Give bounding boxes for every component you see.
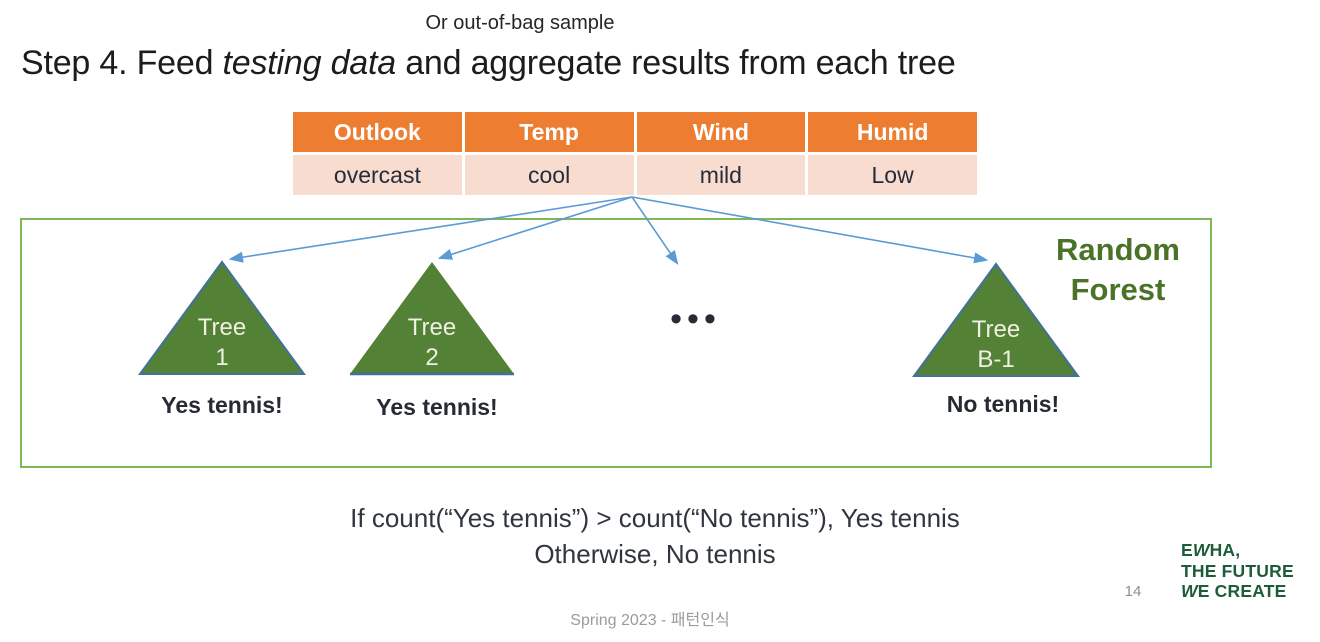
tree-b1-triangle-icon [912,262,1080,377]
tree-b1: Tree B-1 [912,261,1080,378]
title-prefix: Step 4. Feed [21,44,223,82]
tree-b1-number: B-1 [977,346,1015,373]
random-forest-title-line1: Random [1056,232,1180,267]
logo-stylized-w: W [1181,581,1198,601]
tree-b1-result: No tennis! [946,391,1060,417]
tree-2: Tree 2 [348,259,516,376]
tree-1-number: 1 [215,344,229,371]
title-emphasis: testing data [222,44,397,82]
feature-table: Outlook Temp Wind Humid overcast cool mi… [293,112,977,195]
table-header-temp: Temp [464,112,634,152]
page-number: 14 [1124,583,1142,600]
tree-2-name: Tree [407,314,457,341]
tree-1-name: Tree [197,314,247,341]
aggregation-rule: If count(“Yes tennis”) > count(“No tenni… [160,500,1150,572]
table-value-humid: Low [808,155,977,195]
tree-b1-label: Tree B-1 [912,315,1080,375]
ewha-logo-line1: EWHA, [1181,540,1294,561]
logo-text: E CREATE [1197,581,1287,601]
table-header-humid: Humid [808,112,977,152]
tree-1-triangle-icon [138,260,306,375]
ewha-logo-line2: THE FUTURE [1181,560,1294,581]
table-header-wind: Wind [636,112,806,152]
page-title: Step 4. Feed testing data and aggregate … [21,44,956,83]
ewha-logo-line3: WE CREATE [1181,581,1294,602]
table-value-wind: mild [636,155,806,195]
footer-course-label: Spring 2023 - 패턴인식 [570,612,730,629]
random-forest-title: Random Forest [1032,230,1204,310]
tree-1-label: Tree 1 [138,313,306,373]
more-trees-ellipsis: ••• [670,300,721,338]
tree-1-result: Yes tennis! [161,392,283,418]
logo-text: E [1181,540,1193,560]
table-value-outlook: overcast [293,155,462,195]
tree-b1-name: Tree [971,316,1021,343]
aggregation-rule-line1: If count(“Yes tennis”) > count(“No tenni… [350,503,960,533]
tree-2-number: 2 [425,344,439,371]
table-value-temp: cool [464,155,634,195]
tree-2-label: Tree 2 [348,313,516,373]
logo-text: HA, [1209,540,1241,560]
out-of-bag-annotation: Or out-of-bag sample [425,12,615,34]
logo-stylized-w: W [1192,540,1210,560]
tree-1: Tree 1 [138,259,306,376]
tree-2-triangle-icon [350,262,514,376]
ewha-logo: EWHA, THE FUTURE WE CREATE [1181,540,1294,602]
random-forest-title-line2: Forest [1070,272,1166,307]
tree-2-result: Yes tennis! [376,394,498,420]
title-suffix: and aggregate results from each tree [395,44,956,82]
aggregation-rule-line2: Otherwise, No tennis [534,539,776,569]
table-header-outlook: Outlook [293,112,462,152]
